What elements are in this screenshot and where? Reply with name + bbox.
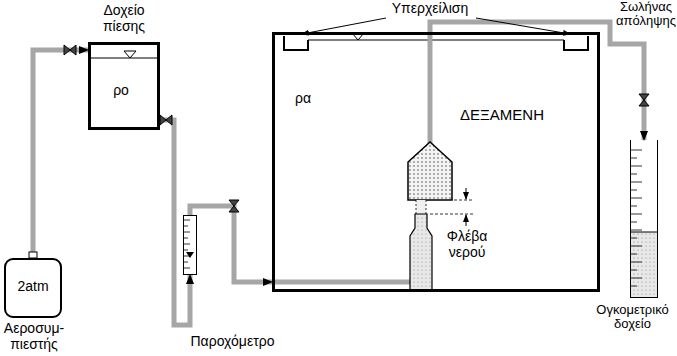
level-symbol [124, 51, 136, 58]
dimension-arrow [466, 188, 467, 199]
tank-title: ΔΕΞΑΜΕΝΗ [442, 106, 562, 123]
density-symbol: ρα [286, 90, 320, 106]
reservoir-tank: ΔΕΞΑΜΕΝΗ ρα [272, 32, 600, 292]
supply-pipe [272, 280, 410, 285]
flowmeter-float [186, 252, 194, 258]
dimension-arrow [466, 215, 467, 226]
device-caption: Ογκομετρικό δοχείο [591, 303, 675, 333]
overflow-label: Υπερχείλιση [380, 0, 480, 16]
device-caption: Αεροσυμ- πιεστής [2, 320, 66, 352]
overflow-trough [564, 36, 588, 50]
water-surface [308, 39, 564, 40]
dimension-line [430, 214, 474, 215]
measuring-cylinder: Ογκομετρικό δοχείο [630, 140, 658, 298]
device-caption: Δοχείο πίεσης [84, 2, 164, 34]
dimension-line [454, 200, 474, 201]
flowmeter: Παροχόμετρο [183, 215, 197, 275]
water-jet [416, 200, 426, 214]
pipe-label: Σωλήνας απόληψης [616, 0, 676, 29]
overflow-trough [284, 36, 308, 50]
nozzle [410, 214, 432, 292]
jet-target [408, 142, 452, 200]
pipe-connector [160, 120, 190, 325]
take-off-pipe [428, 32, 433, 144]
pressure-label: 2atm [4, 278, 62, 294]
air-compressor: 2atmΑεροσυμ- πιεστής [4, 258, 62, 318]
pressure-tank: Δοχείο πίεσηςρo [88, 42, 160, 130]
density-symbol: ρo [88, 82, 154, 98]
pipe-connector [190, 206, 272, 282]
water-surface [91, 57, 157, 58]
flowmeter-scale [184, 220, 190, 268]
device-caption: Παροχόμετρο [191, 333, 283, 349]
cylinder-scale [631, 150, 642, 286]
pipe-connector [33, 50, 88, 258]
jet-label: Φλέβα νερού [438, 228, 496, 260]
collected-water [631, 232, 657, 297]
